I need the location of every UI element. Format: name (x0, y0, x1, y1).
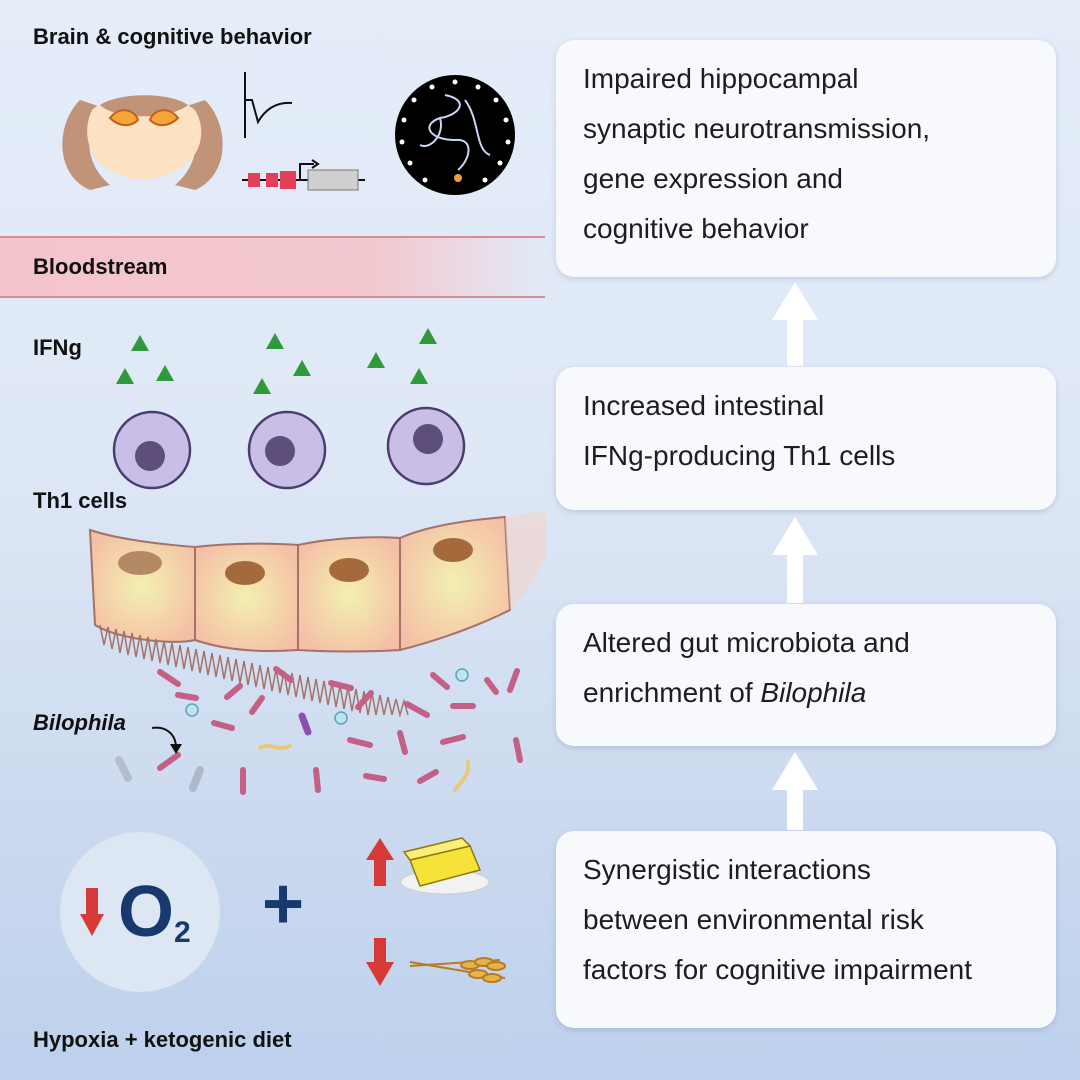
grain-down-arrow-icon (366, 938, 394, 986)
box-impaired-cognition: Impaired hippocampal synaptic neurotrans… (556, 40, 1056, 277)
up-arrow-icon (772, 282, 818, 366)
box-synergistic: Synergistic interactions between environ… (556, 831, 1056, 1028)
up-arrow-icon (772, 517, 818, 603)
box2-line: IFNg-producing Th1 cells (583, 440, 896, 471)
oxygen-subscript: 2 (174, 916, 191, 949)
gene-construct-icon (242, 159, 365, 191)
bloodstream-label: Bloodstream (33, 254, 168, 279)
box-th1-cells: Increased intestinal IFNg-producing Th1 … (556, 367, 1056, 510)
box3-bilophila: Bilophila (760, 677, 867, 708)
wheat-icon (409, 957, 506, 983)
box-microbiota: Altered gut microbiota and enrichment of… (556, 604, 1056, 746)
bilophila-label: Bilophila (33, 710, 126, 735)
box1-line: cognitive behavior (583, 213, 809, 244)
bottom-label: Hypoxia + ketogenic diet (33, 1027, 292, 1052)
bacteria (115, 666, 523, 795)
ifng-triangles (116, 328, 437, 394)
th1-cells (112, 406, 466, 490)
butter-icon (400, 837, 490, 895)
oxygen-symbol: O2 (118, 876, 191, 969)
epithelial-cells (88, 512, 545, 718)
bloodstream-band: Bloodstream (0, 236, 545, 298)
electrophysiology-trace-icon (244, 72, 293, 138)
box3-line2: enrichment of Bilophila (583, 668, 1029, 718)
up-arrow-icon (772, 752, 818, 830)
oxygen-down-arrow-icon (80, 888, 104, 936)
water-maze-icon (395, 75, 515, 195)
box4-line: between environmental risk (583, 904, 924, 935)
box1-line: synaptic neurotransmission, (583, 113, 931, 144)
brain-label: Brain & cognitive behavior (33, 24, 312, 49)
ifng-label: IFNg (33, 335, 82, 360)
box3-prefix: enrichment of (583, 677, 761, 708)
oxygen-circle (60, 832, 220, 992)
box2-line: Increased intestinal (583, 390, 825, 421)
th1-label: Th1 cells (33, 488, 128, 513)
oxygen-o: O (118, 872, 175, 952)
plus-sign: + (262, 864, 305, 944)
box4-line: factors for cognitive impairment (583, 954, 973, 985)
fat-up-arrow-icon (366, 838, 394, 886)
box3-line1: Altered gut microbiota and (583, 627, 910, 658)
box4-line: Synergistic interactions (583, 854, 871, 885)
box1-line: Impaired hippocampal (583, 63, 859, 94)
brain-slice-icon (62, 95, 223, 190)
box1-line: gene expression and (583, 163, 843, 194)
left-illustration (60, 72, 545, 992)
